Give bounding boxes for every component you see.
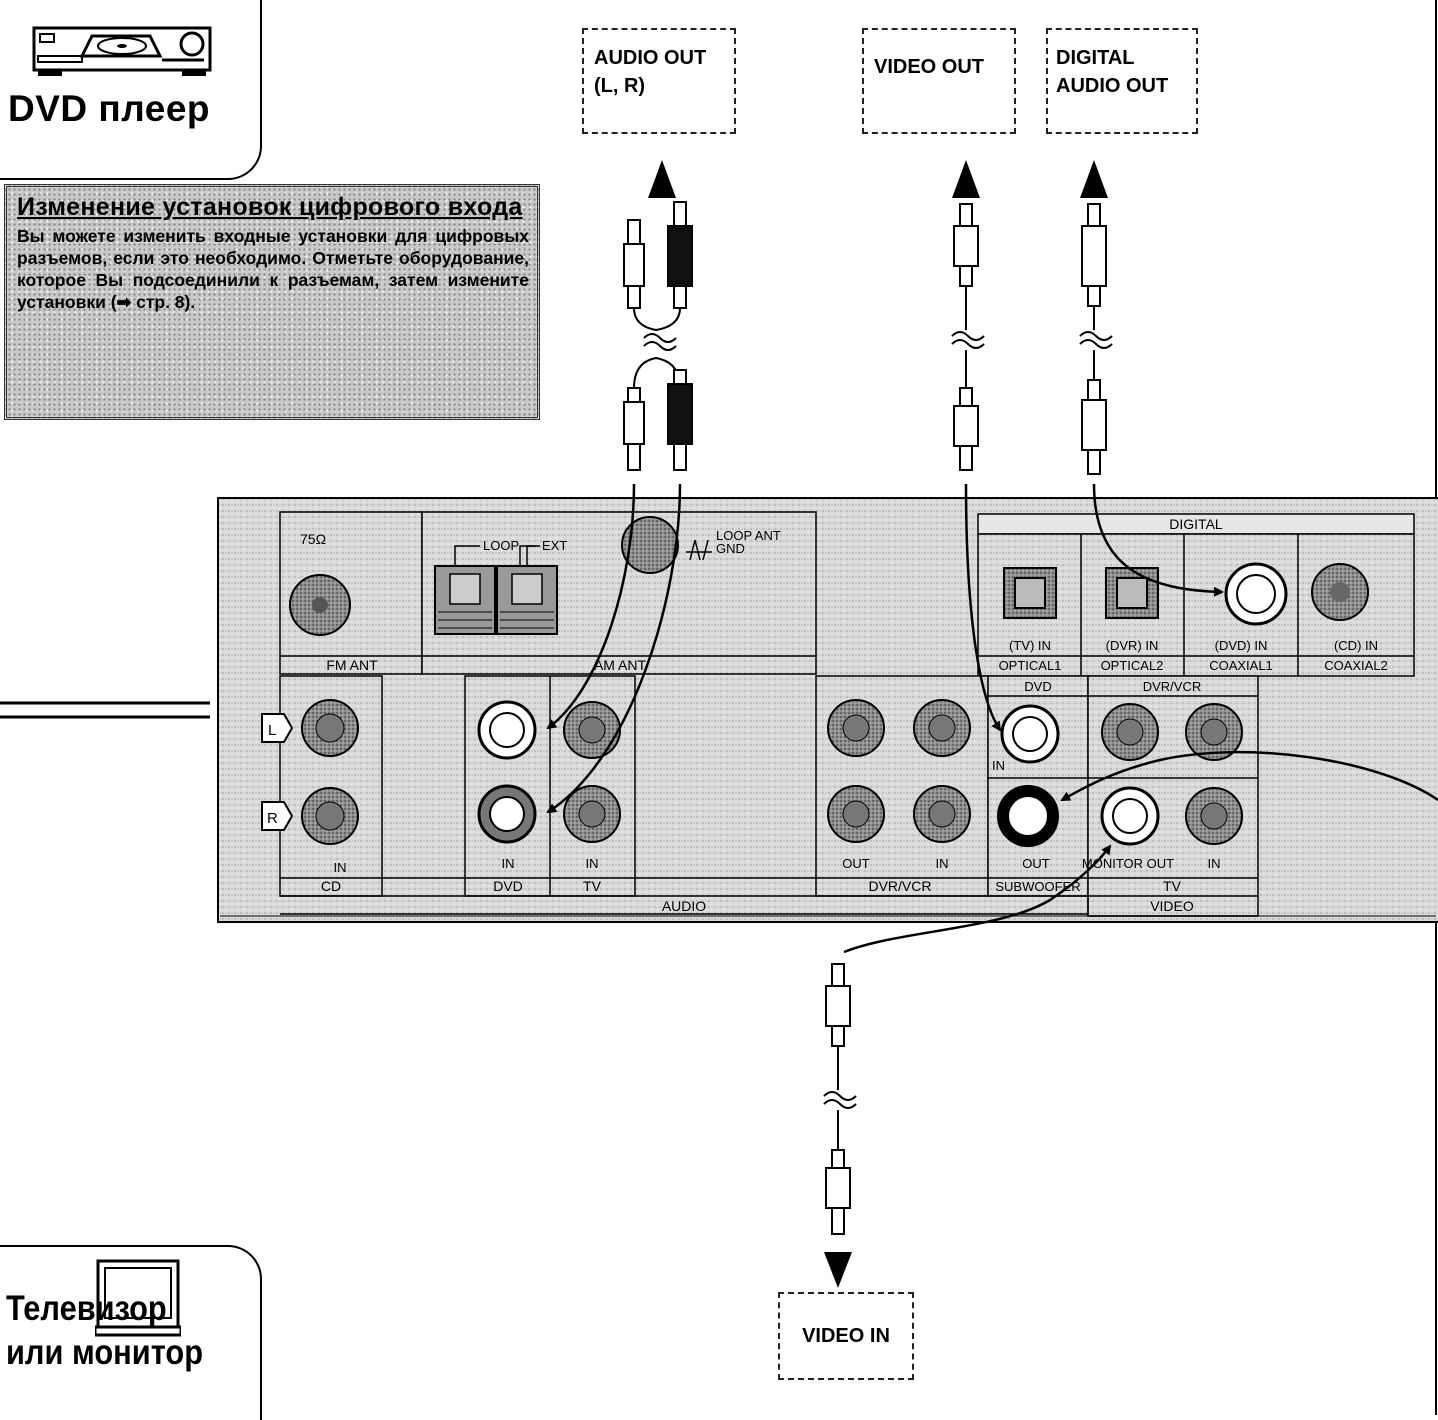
tv-in-digital-label: (TV) IN	[1009, 638, 1051, 653]
am-ant-label: AM ANT	[594, 657, 647, 673]
arrow-down-video-in	[824, 1252, 852, 1288]
audio-section-label: AUDIO	[662, 898, 706, 914]
dvd-audio-label: DVD	[493, 878, 523, 894]
fm-impedance-label: 75Ω	[300, 531, 326, 547]
tv-tab: Телевизор или монитор	[0, 1245, 262, 1420]
cd-in-digital-label: (CD) IN	[1334, 638, 1378, 653]
video-cable	[951, 203, 1002, 732]
arrow-up-video	[952, 160, 980, 198]
channel-r-badge	[261, 801, 294, 831]
gnd-screw	[621, 516, 679, 574]
video-section-label: VIDEO	[1150, 898, 1194, 914]
coaxial1-label: COAXIAL1	[1209, 658, 1273, 673]
channel-l-label: L	[268, 722, 276, 739]
optical1-jack	[1003, 567, 1057, 619]
monitor-out-label: MONITOR OUT	[1082, 856, 1174, 871]
dvd-video-label: DVD	[1024, 679, 1051, 694]
arrow-up-digital	[1080, 160, 1108, 198]
digital-audio-out-label: DIGITAL AUDIO OUT	[1046, 28, 1198, 134]
video-out-text: VIDEO OUT	[874, 56, 985, 78]
subwoofer-out-jack	[997, 785, 1059, 847]
optical1-label: OPTICAL1	[999, 658, 1062, 673]
subwoofer-cable	[1060, 750, 1438, 802]
channel-r-label: R	[267, 810, 278, 827]
loop-label: LOOP	[483, 538, 519, 553]
digital-audio-out-text: DIGITAL AUDIO OUT	[1056, 47, 1169, 97]
video-in-text: VIDEO IN	[802, 1325, 890, 1347]
tv-audio-label: TV	[583, 878, 602, 894]
tv-audio-in-label: IN	[586, 856, 599, 871]
dvd-player-tab: DVD плеер	[0, 0, 262, 180]
dvd-player-icon	[32, 26, 212, 76]
loop-ant-label: LOOP ANT	[716, 528, 781, 543]
dvr-audio-in-label: IN	[936, 856, 949, 871]
digital-coaxial-cable	[1079, 203, 1224, 597]
tv-title: Телевизор или монитор	[6, 1289, 204, 1372]
subwoofer-label: SUBWOOFER	[995, 879, 1080, 894]
dvd-in-digital-label: (DVD) IN	[1215, 638, 1268, 653]
fm-ant-label: FM ANT	[326, 657, 378, 673]
subwoofer-out-label: OUT	[1022, 856, 1050, 871]
arrow-up-audio	[648, 160, 676, 198]
video-in-label: VIDEO IN	[778, 1292, 914, 1380]
dvr-in-digital-label: (DVR) IN	[1106, 638, 1159, 653]
tv-icon	[95, 1259, 181, 1337]
monitor-video-cable	[823, 844, 1112, 1235]
optical2-label: OPTICAL2	[1101, 658, 1164, 673]
audio-cable	[546, 201, 693, 814]
video-out-label: VIDEO OUT	[862, 28, 1016, 134]
dvr-audio-label: DVR/VCR	[868, 878, 931, 894]
tv-video-label: TV	[1163, 878, 1182, 894]
dvd-video-in-label: IN	[992, 758, 1005, 773]
audio-out-text: AUDIO OUT (L, R)	[594, 47, 707, 97]
channel-l-badge	[261, 713, 294, 743]
dvd-player-title: DVD плеер	[8, 88, 211, 129]
note-body: Вы можете изменить входные установки для…	[17, 226, 529, 312]
audio-out-label: AUDIO OUT (L, R)	[582, 28, 736, 134]
digital-header: DIGITAL	[1169, 516, 1223, 532]
dvr-video-label: DVR/VCR	[1143, 679, 1202, 694]
coaxial2-label: COAXIAL2	[1324, 658, 1388, 673]
cd-label: CD	[321, 878, 341, 894]
note-title: Изменение установок цифрового входа	[17, 193, 523, 221]
gnd-label: GND	[716, 541, 745, 556]
dvd-audio-in-label: IN	[502, 856, 515, 871]
ext-label: EXT	[542, 538, 567, 553]
dvr-audio-out-label: OUT	[842, 856, 870, 871]
cd-in-label: IN	[334, 860, 347, 875]
digital-input-note: Изменение установок цифрового входа Вы м…	[4, 184, 540, 420]
tv-video-in-label: IN	[1208, 856, 1221, 871]
